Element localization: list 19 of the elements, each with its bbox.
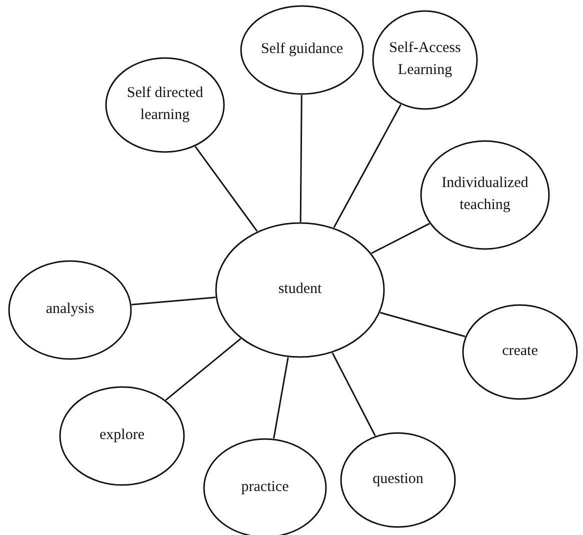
- node-label: student: [277, 280, 323, 300]
- connector-line: [380, 312, 466, 338]
- node-label: Self-Access Learning: [388, 39, 462, 80]
- node-label: Self directed learning: [126, 84, 204, 125]
- connector-line: [132, 296, 216, 306]
- connector-line: [333, 104, 402, 228]
- node-label: Self guidance: [260, 40, 344, 60]
- node-label: practice: [240, 478, 290, 498]
- connector-line: [165, 338, 242, 401]
- node-label: create: [501, 342, 539, 362]
- connector-line: [371, 222, 430, 254]
- connector-line: [300, 95, 302, 222]
- node-label: explore: [98, 426, 146, 446]
- node-label: question: [372, 470, 424, 490]
- connector-line: [332, 352, 376, 436]
- node-label: Individualized teaching: [440, 174, 530, 215]
- node-label: analysis: [44, 300, 96, 320]
- connector-line: [194, 146, 258, 232]
- connector-line: [273, 357, 289, 439]
